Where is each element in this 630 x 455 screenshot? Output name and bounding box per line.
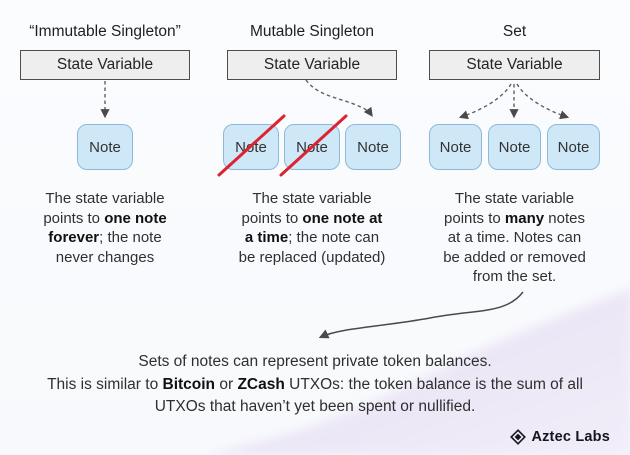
column-description: The state variable points to one note fore… <box>8 189 202 267</box>
column-title: Mutable Singleton <box>249 23 375 40</box>
text-line: The state variable <box>45 190 165 207</box>
text-line: The state variable <box>454 190 575 207</box>
text-line: points to one note <box>43 209 167 227</box>
text-line: at a time. Notes can <box>447 229 582 246</box>
note-box: Note <box>429 124 482 170</box>
column-description: The state variable points to one note at a… <box>211 189 413 267</box>
text-line: Sets of notes can represent private toke… <box>138 353 492 370</box>
notes-row: Note <box>20 124 190 170</box>
text-line: points to one note at <box>241 209 383 227</box>
text-line: UTXOs that haven’t yet been spent or nul… <box>154 398 476 415</box>
text-line: be added or removed <box>443 248 586 266</box>
aztec-labs-logo: Aztec Labs <box>510 429 610 445</box>
state-variable-box: State Variable <box>227 50 397 80</box>
column-description: The state variable points to many notes at… <box>416 189 613 287</box>
aztec-diamond-icon <box>510 429 527 445</box>
logo-label: Aztec Labs <box>531 429 610 445</box>
column-immutable-singleton: “Immutable Singleton” State Variable Not… <box>20 0 190 455</box>
note-box: Note <box>77 124 133 170</box>
column-title: Set <box>502 23 527 40</box>
text-line: never changes <box>55 248 155 266</box>
text-line: forever; the note <box>48 229 162 246</box>
text-line: The state variable <box>252 190 372 207</box>
note-box: Note <box>284 124 340 170</box>
note-box: Note <box>547 124 600 170</box>
note-box: Note <box>223 124 279 170</box>
text-line: This is similar to Bitcoin or ZCash UTXO… <box>47 375 583 393</box>
text-line: a time; the note can <box>244 229 380 246</box>
text-line: points to many notes <box>444 209 585 227</box>
text-line: be replaced (updated) <box>238 248 386 266</box>
note-box: Note <box>345 124 401 170</box>
state-variable-box: State Variable <box>429 50 600 80</box>
caption-text: Sets of notes can represent private toke… <box>0 351 630 419</box>
text-line: from the set. <box>472 268 557 285</box>
note-box: Note <box>488 124 541 170</box>
column-title: “Immutable Singleton” <box>29 23 181 40</box>
state-variable-box: State Variable <box>20 50 190 80</box>
